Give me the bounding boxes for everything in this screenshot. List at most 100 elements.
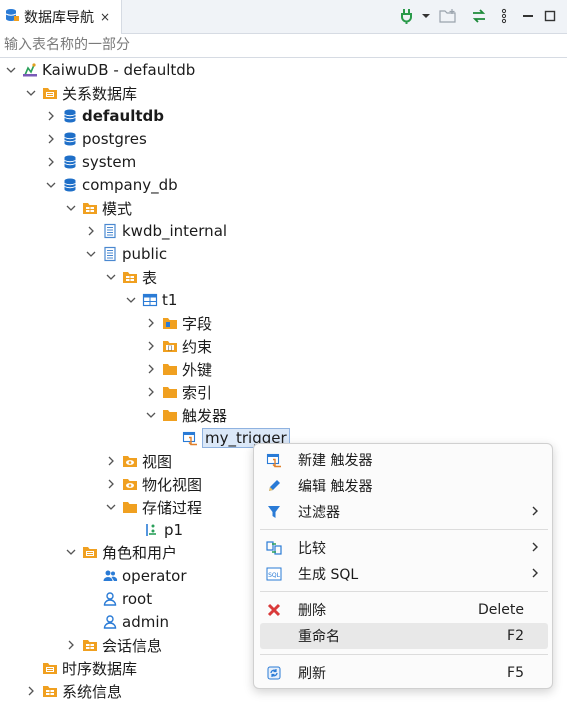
folder-icon xyxy=(122,499,138,515)
chevron-right-icon[interactable] xyxy=(104,477,118,491)
tree-node-operator[interactable]: operator xyxy=(102,565,187,587)
tree-node-label: p1 xyxy=(164,521,184,539)
menu-separator xyxy=(260,654,548,655)
tree-node-label: 角色和用户 xyxy=(102,543,178,562)
sql-icon: SQL xyxy=(266,566,282,582)
chevron-down-icon[interactable] xyxy=(104,270,118,284)
chevron-down-icon[interactable] xyxy=(4,63,18,77)
compare-icon xyxy=(266,540,282,556)
tree-node-fields[interactable]: 字段 xyxy=(144,312,212,334)
submenu-arrow-icon xyxy=(530,567,540,582)
tree-node-foreign-keys[interactable]: 外键 xyxy=(144,358,212,380)
tree-node-label: my_trigger xyxy=(202,428,290,448)
user-icon xyxy=(102,614,118,630)
menu-item-label: 新建 触发器 xyxy=(298,453,373,469)
tree-node-defaultdb[interactable]: defaultdb xyxy=(44,105,164,127)
chevron-down-icon[interactable] xyxy=(64,201,78,215)
tree-node-sysinfo[interactable]: 系统信息 xyxy=(24,680,122,702)
menu-item-label: 删除 xyxy=(298,603,326,619)
chevron-right-icon[interactable] xyxy=(144,339,158,353)
svg-text:SQL: SQL xyxy=(268,572,281,579)
chevron-down-icon[interactable] xyxy=(84,247,98,261)
tree-node-sessions[interactable]: 会话信息 xyxy=(64,634,162,656)
tree-node-relational[interactable]: 关系数据库 xyxy=(24,82,137,104)
view-menu-icon[interactable] xyxy=(498,5,510,27)
maximize-icon[interactable] xyxy=(543,5,557,27)
chevron-right-icon[interactable] xyxy=(144,316,158,330)
tree-node-label: admin xyxy=(122,613,169,631)
user-icon xyxy=(102,591,118,607)
chevron-right-icon[interactable] xyxy=(44,155,58,169)
tree-node-admin[interactable]: admin xyxy=(102,611,169,633)
filter-icon xyxy=(266,504,282,520)
procedure-icon xyxy=(144,522,160,538)
folder-grid-icon xyxy=(82,200,98,216)
chevron-down-icon[interactable] xyxy=(124,293,138,307)
tree-node-constraints[interactable]: 约束 xyxy=(144,335,212,357)
link-editor-icon[interactable] xyxy=(470,5,488,27)
menu-item-filter[interactable]: 过滤器 xyxy=(260,499,548,525)
menu-item-compare[interactable]: 比较 xyxy=(260,535,548,561)
tree-node-kwdb-internal[interactable]: kwdb_internal xyxy=(84,220,227,242)
tree-node-my-trigger[interactable]: my_trigger xyxy=(182,427,290,449)
chevron-right-icon[interactable] xyxy=(44,109,58,123)
chevron-right-icon[interactable] xyxy=(84,224,98,238)
tree-node-label: 表 xyxy=(142,268,158,287)
menu-item-label: 刷新 xyxy=(298,666,326,682)
connect-icon[interactable] xyxy=(397,5,417,27)
menu-item-delete[interactable]: 删除 Delete xyxy=(260,597,548,623)
tree-node-root[interactable]: KaiwuDB - defaultdb xyxy=(4,59,195,81)
tree-node-system[interactable]: system xyxy=(44,151,136,173)
menu-item-edit-trigger[interactable]: 编辑 触发器 xyxy=(260,473,548,499)
minimize-icon[interactable] xyxy=(521,5,535,27)
menu-item-rename[interactable]: 重命名 F2 xyxy=(260,623,548,649)
kaiwudb-connection-icon xyxy=(22,62,38,78)
tree-node-triggers[interactable]: 触发器 xyxy=(144,404,227,426)
tree-node-views[interactable]: 视图 xyxy=(104,450,172,472)
new-folder-icon[interactable] xyxy=(438,5,458,27)
tree-node-label: company_db xyxy=(82,176,178,194)
chevron-down-icon[interactable] xyxy=(104,500,118,514)
chevron-down-icon[interactable] xyxy=(44,178,58,192)
chevron-right-icon[interactable] xyxy=(104,454,118,468)
tree-node-tables[interactable]: 表 xyxy=(104,266,157,288)
submenu-arrow-icon xyxy=(530,541,540,556)
tree-node-company-db[interactable]: company_db xyxy=(44,174,178,196)
tree-node-p1[interactable]: p1 xyxy=(144,519,183,541)
tree-node-label: 时序数据库 xyxy=(62,659,138,678)
chevron-down-icon[interactable] xyxy=(24,86,38,100)
close-icon[interactable]: × xyxy=(100,10,111,24)
tab-database-navigator[interactable]: 数据库导航 × xyxy=(0,0,122,34)
tree-node-schemas[interactable]: 模式 xyxy=(64,197,132,219)
chevron-right-icon[interactable] xyxy=(24,684,38,698)
tree-node-procedures[interactable]: 存储过程 xyxy=(104,496,202,518)
chevron-right-icon[interactable] xyxy=(144,385,158,399)
tree-node-mat-views[interactable]: 物化视图 xyxy=(104,473,202,495)
tree-node-timeseries[interactable]: 时序数据库 xyxy=(42,657,137,679)
chevron-down-icon[interactable] xyxy=(64,545,78,559)
tree-node-postgres[interactable]: postgres xyxy=(44,128,147,150)
tree-node-label: 系统信息 xyxy=(62,682,123,701)
folder-grid-icon xyxy=(42,683,58,699)
tree-node-t1[interactable]: t1 xyxy=(124,289,177,311)
menu-item-refresh[interactable]: 刷新 F5 xyxy=(260,660,548,686)
tree-node-root-user[interactable]: root xyxy=(102,588,152,610)
tree-node-public[interactable]: public xyxy=(84,243,167,265)
folder-icon xyxy=(162,361,178,377)
tree-node-label: 外键 xyxy=(182,360,213,379)
chevron-down-icon[interactable] xyxy=(419,5,433,27)
chevron-right-icon[interactable] xyxy=(64,638,78,652)
tree-node-roles[interactable]: 角色和用户 xyxy=(64,541,177,563)
tree-node-label: defaultdb xyxy=(82,107,165,125)
table-filter-input[interactable] xyxy=(0,34,567,56)
tree-node-label: 视图 xyxy=(142,452,173,471)
chevron-down-icon[interactable] xyxy=(144,408,158,422)
chevron-right-icon[interactable] xyxy=(44,132,58,146)
folder-db-icon xyxy=(42,85,58,101)
tree-node-indexes[interactable]: 索引 xyxy=(144,381,212,403)
pencil-icon xyxy=(266,478,282,494)
folder-icon xyxy=(162,384,178,400)
chevron-right-icon[interactable] xyxy=(144,362,158,376)
menu-item-generate-sql[interactable]: SQL 生成 SQL xyxy=(260,561,548,587)
menu-item-new-trigger[interactable]: 新建 触发器 xyxy=(260,447,548,473)
